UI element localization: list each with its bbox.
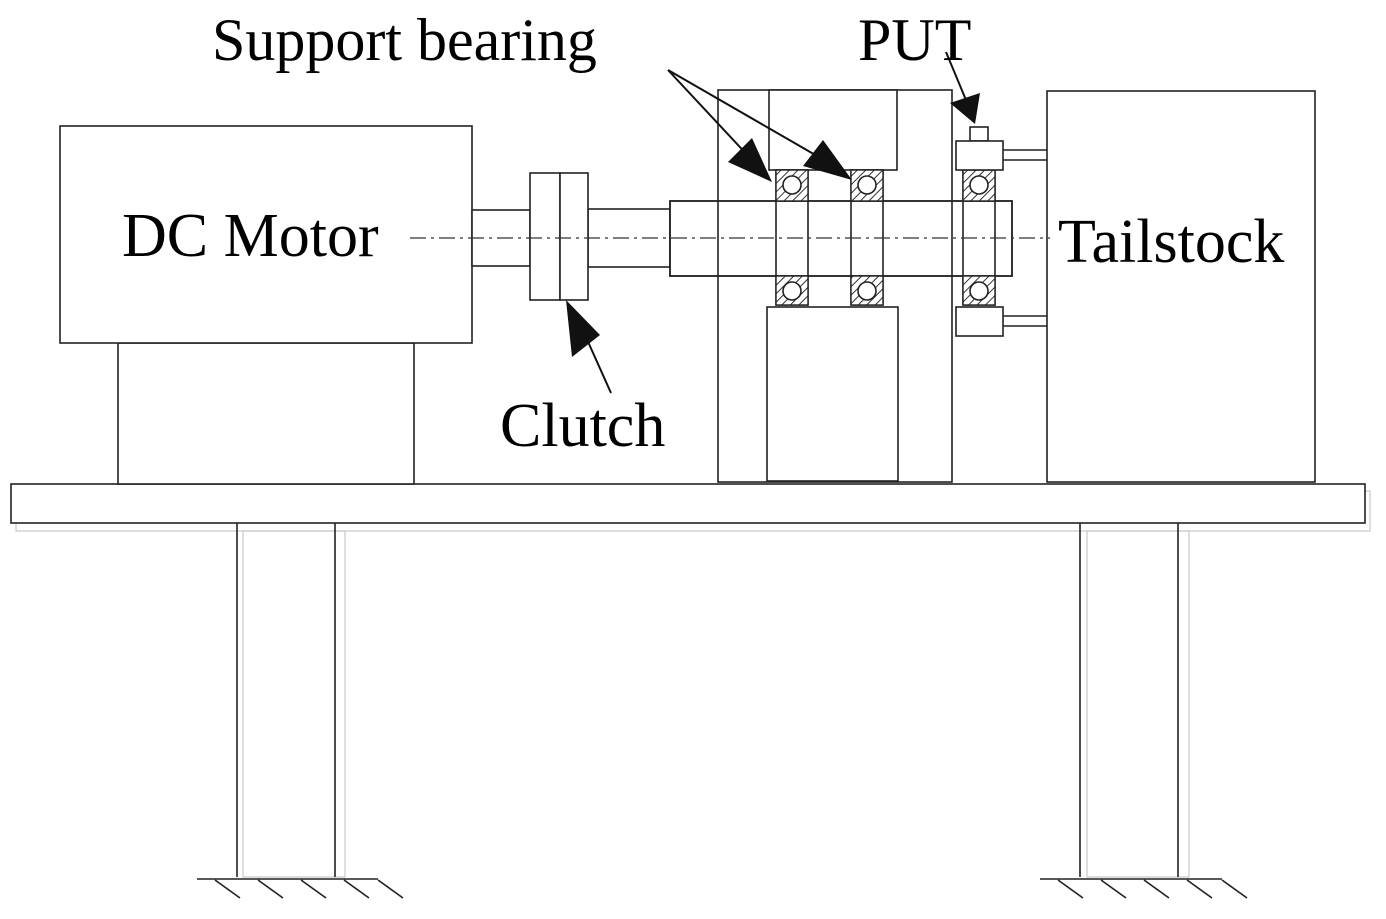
bench-top bbox=[10, 483, 1366, 524]
clutch bbox=[529, 172, 589, 301]
tailstock-label: Tailstock bbox=[1058, 208, 1284, 276]
bench-leg-left bbox=[197, 523, 404, 899]
put-lower-block bbox=[955, 306, 1004, 337]
bearing-1 bbox=[775, 169, 809, 306]
bench bbox=[10, 483, 1371, 899]
bench-leg-right bbox=[1040, 523, 1248, 899]
put-label: PUT bbox=[858, 7, 971, 73]
support-bearing-leaders bbox=[667, 69, 852, 182]
put-fixture bbox=[955, 126, 1047, 337]
housing-bottom-block bbox=[766, 306, 899, 482]
tailstock-body bbox=[1046, 90, 1316, 483]
put-leader bbox=[945, 51, 980, 124]
dc-motor bbox=[59, 125, 473, 485]
support-bearing-label: Support bearing bbox=[212, 7, 597, 73]
put-sensor bbox=[969, 126, 989, 142]
clutch-label: Clutch bbox=[500, 392, 665, 460]
motor-base bbox=[117, 342, 415, 485]
bearing-housing bbox=[669, 89, 1013, 483]
dc-motor-label: DC Motor bbox=[122, 202, 379, 270]
tailstock bbox=[1046, 90, 1316, 483]
clutch-leader bbox=[566, 300, 612, 394]
put-upper-block bbox=[955, 140, 1004, 171]
motor-body bbox=[59, 125, 473, 344]
